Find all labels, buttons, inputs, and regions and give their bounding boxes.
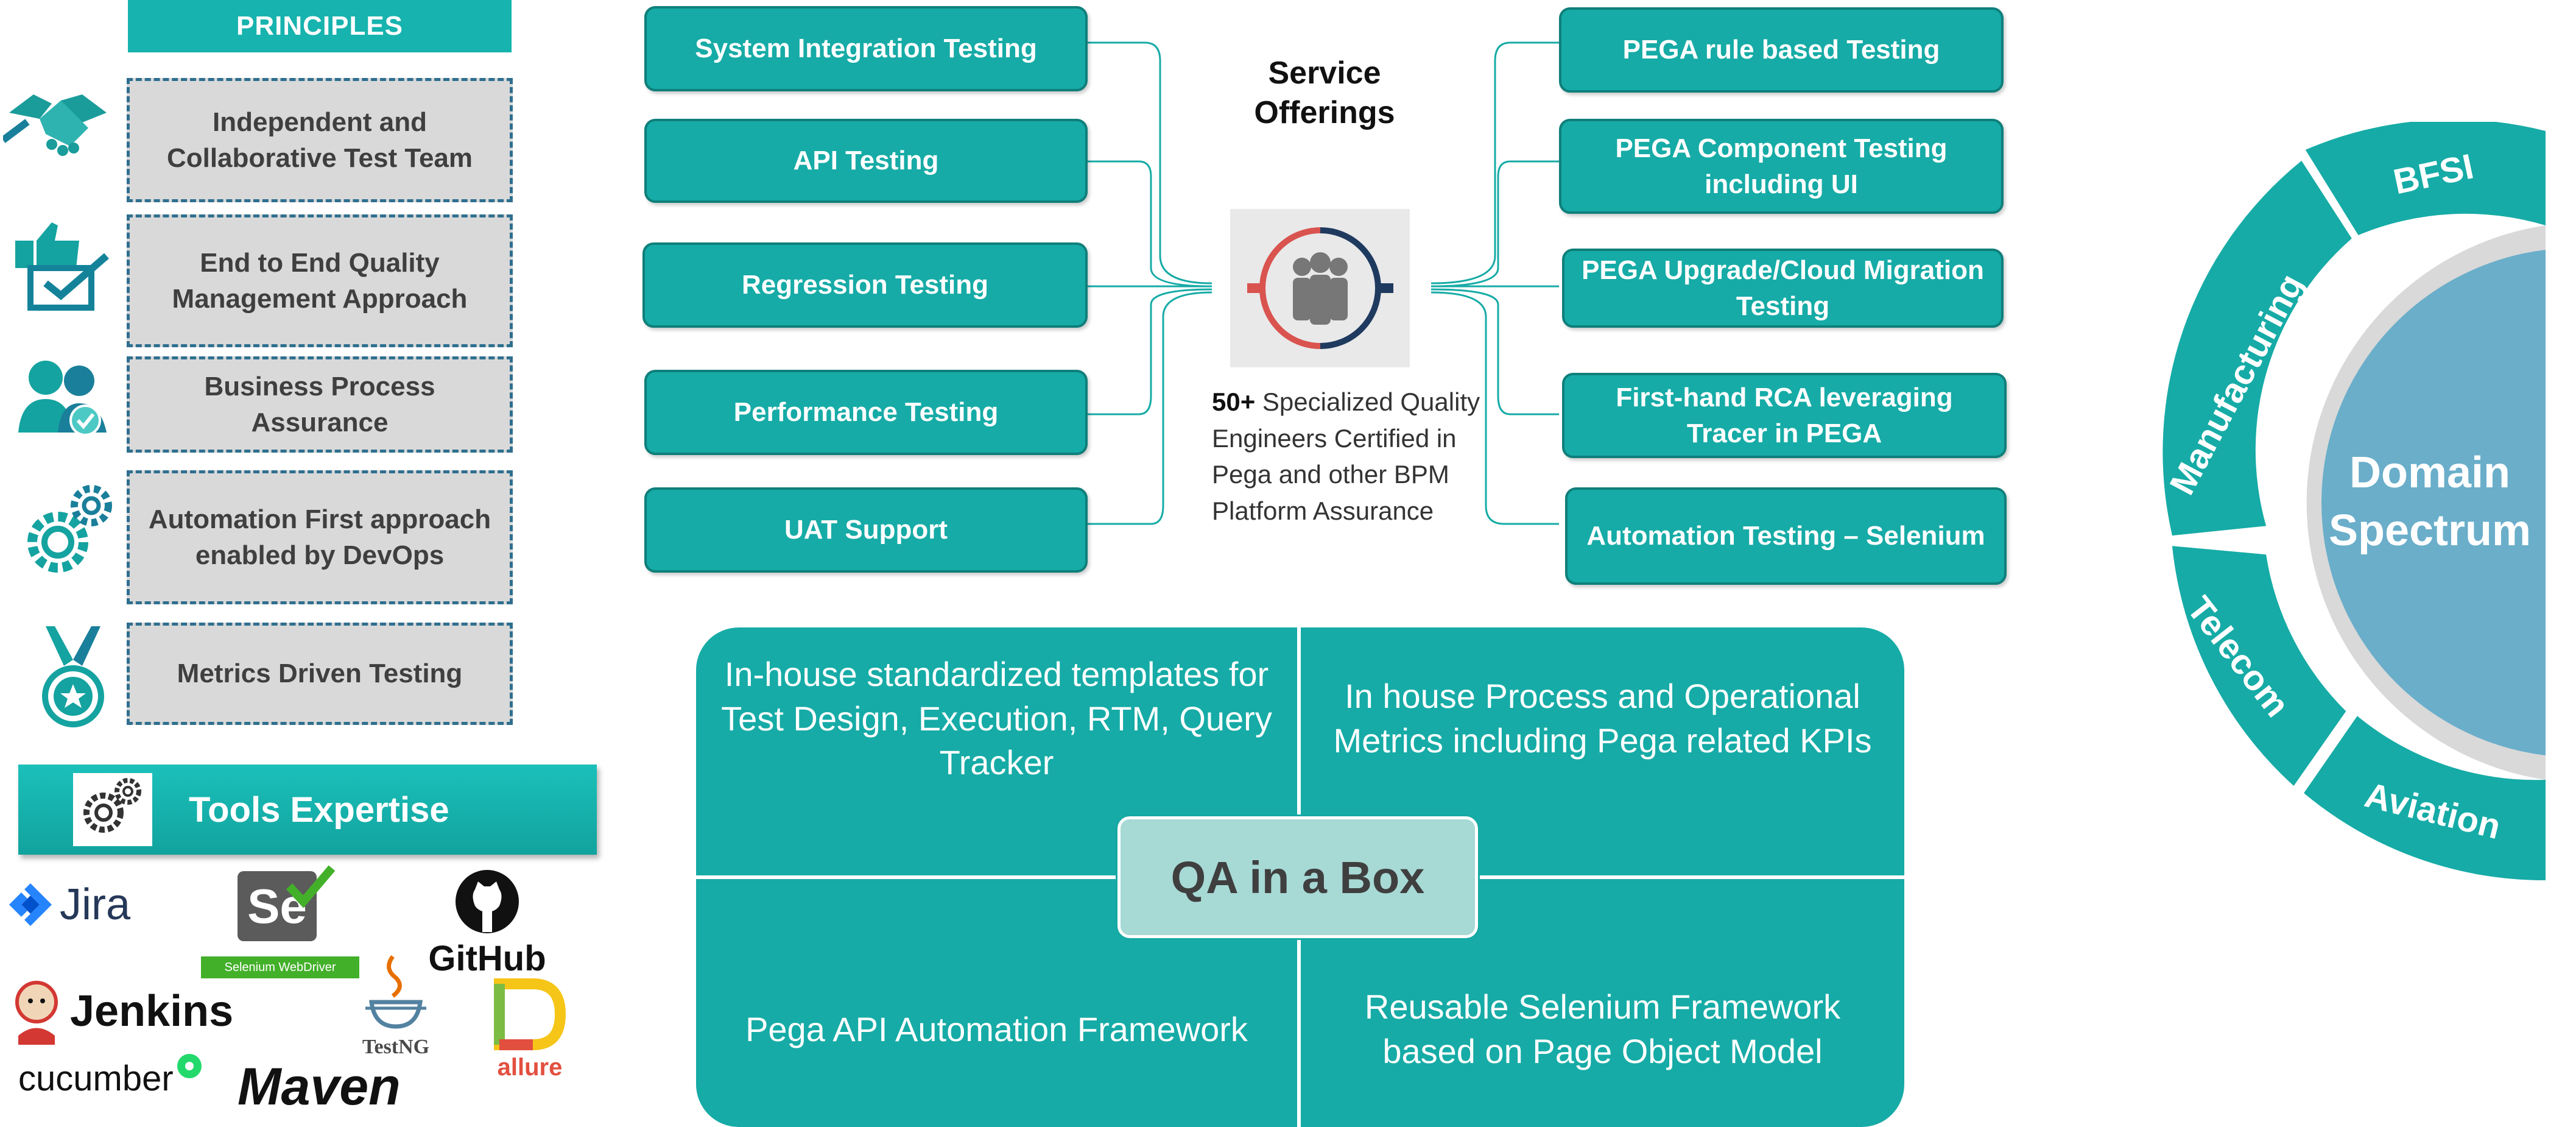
jira-icon	[9, 883, 52, 926]
domain-segment-manufacturing	[2163, 160, 2352, 536]
service-label: First-hand RCA leveraging Tracer in PEGA	[1616, 382, 1953, 448]
service-label: System Integration Testing	[695, 34, 1037, 64]
github-label: GitHub	[428, 939, 546, 978]
selenium-symbol: Se	[247, 878, 307, 933]
qa-quad-selenium-framework: Reusable Selenium Framework based on Pag…	[1301, 950, 1904, 1109]
jenkins-label: Jenkins	[70, 987, 234, 1036]
service-label: Performance Testing	[733, 397, 999, 428]
service-connectors	[1087, 41, 1559, 525]
qa-quad-label: In house Process and Operational Metrics…	[1333, 677, 1872, 760]
service-label: PEGA Component Testing including UI	[1615, 133, 1948, 199]
qa-quad-pega-api: Pega API Automation Framework	[696, 969, 1297, 1090]
github-icon	[456, 870, 519, 933]
service-first-hand-rca: First-hand RCA leveraging Tracer in PEGA	[1562, 373, 2007, 458]
jenkins-icon	[15, 981, 58, 1045]
qa-center-text: QA in a Box	[1170, 852, 1425, 903]
service-automation-testing-selenium: Automation Testing – Selenium	[1565, 487, 2007, 585]
github-logo: GitHub	[420, 868, 554, 978]
jira-label: Jira	[60, 880, 131, 929]
service-label: UAT Support	[784, 515, 948, 545]
service-api-testing: API Testing	[644, 119, 1088, 203]
principle-label: Business Process Assurance	[204, 371, 435, 437]
medal-icon	[24, 621, 122, 731]
testng-logo: TestNG	[341, 953, 451, 1075]
handshake-icon	[0, 73, 116, 171]
principle-item-process: Business Process Assurance	[127, 356, 513, 453]
domain-segment-aviation	[2304, 716, 2546, 881]
principle-label: Automation First approach enabled by Dev…	[148, 504, 491, 570]
principle-item-automation: Automation First approach enabled by Dev…	[127, 470, 513, 604]
jenkins-logo: Jenkins	[9, 972, 247, 1051]
tools-expertise-title: Tools Expertise	[189, 790, 449, 830]
qa-in-a-box-label: QA in a Box	[1116, 814, 1480, 940]
service-pega-component-testing: PEGA Component Testing including UI	[1559, 119, 2004, 214]
domain-segment-bfsi	[2305, 122, 2546, 235]
principle-label: Metrics Driven Testing	[177, 659, 463, 689]
service-pega-upgrade-cloud-migration: PEGA Upgrade/Cloud Migration Testing	[1562, 249, 2004, 328]
service-offerings-title: Service Offerings	[1212, 54, 1437, 133]
principle-label: End to End Quality Management Approach	[172, 247, 468, 314]
domain-center-line2: Spectrum	[2329, 506, 2531, 555]
service-label: PEGA Upgrade/Cloud Migration Testing	[1582, 255, 1984, 321]
service-offerings-title-line1: Service	[1268, 55, 1381, 91]
principle-item-team: Independent and Collaborative Test Team	[127, 78, 513, 202]
service-pega-rule-based-testing: PEGA rule based Testing	[1559, 7, 2004, 93]
qa-quad-templates: In-house standardized templates for Test…	[696, 627, 1297, 810]
service-label: PEGA rule based Testing	[1622, 35, 1940, 65]
coffee-cup-icon	[365, 955, 426, 1029]
tools-expertise-header: Tools Expertise	[18, 765, 597, 855]
testng-label: TestNG	[362, 1036, 430, 1058]
principles-header: PRINCIPLES	[128, 0, 512, 52]
qa-quad-label: In-house standardized templates for Test…	[721, 654, 1272, 782]
principle-label: Independent and Collaborative Test Team	[166, 107, 473, 173]
service-label: Automation Testing – Selenium	[1586, 521, 1985, 551]
service-label: Regression Testing	[741, 270, 989, 300]
people-check-icon	[12, 347, 116, 445]
qa-quad-label: Reusable Selenium Framework based on Pag…	[1364, 987, 1841, 1070]
allure-label: allure	[497, 1054, 563, 1081]
cucumber-logo: cucumber	[18, 1054, 225, 1103]
team-icon	[1230, 209, 1410, 367]
maven-label: Maven	[238, 1058, 401, 1116]
domain-center	[2321, 250, 2546, 755]
service-label: API Testing	[793, 146, 939, 176]
qa-quad-metrics: In house Process and Operational Metrics…	[1301, 627, 1904, 810]
selenium-label: Selenium WebDriver	[201, 956, 359, 978]
domain-center-line1: Domain	[2349, 448, 2510, 497]
maven-logo: Maven	[238, 1057, 432, 1118]
engineers-description: 50+ Specialized Quality Engineers Certif…	[1212, 384, 1498, 529]
qa-quad-label: Pega API Automation Framework	[745, 1009, 1248, 1048]
service-uat-support: UAT Support	[644, 487, 1088, 573]
gears-icon	[18, 475, 122, 585]
allure-logo: allure	[484, 978, 575, 1087]
jira-logo: Jira	[6, 874, 152, 935]
domain-segment-telecom	[2172, 546, 2346, 786]
service-offerings-title-line2: Offerings	[1254, 95, 1395, 130]
principle-item-metrics: Metrics Driven Testing	[127, 623, 513, 725]
cucumber-icon	[177, 1054, 202, 1078]
service-performance-testing: Performance Testing	[644, 370, 1088, 455]
selenium-logo: Se Selenium WebDriver	[201, 865, 365, 981]
check-icon	[286, 865, 335, 908]
engineers-text: Specialized Quality Engineers Certified …	[1212, 387, 1480, 525]
domain-spectrum-diagram: Domain Spectrum BFSI Manufacturing Telec…	[2162, 122, 2576, 889]
gears-icon	[73, 773, 152, 846]
principle-item-quality: End to End Quality Management Approach	[127, 214, 513, 347]
cucumber-label: cucumber	[18, 1058, 174, 1098]
thumbs-up-checkbox-icon	[6, 216, 116, 314]
service-system-integration-testing: System Integration Testing	[644, 6, 1088, 91]
service-regression-testing: Regression Testing	[642, 242, 1088, 328]
engineers-count: 50+	[1212, 387, 1256, 416]
allure-icon	[494, 978, 566, 1050]
